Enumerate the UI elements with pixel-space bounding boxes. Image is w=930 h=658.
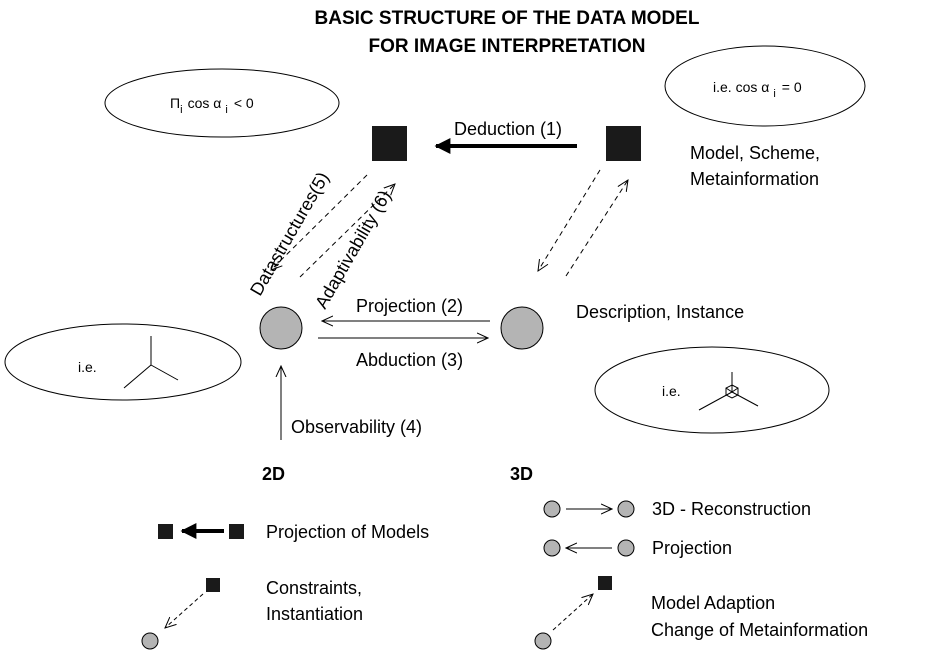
ie-label: i.e. <box>662 383 681 399</box>
pi-symbol: Π <box>170 95 180 111</box>
abduction-label: Abduction (3) <box>356 350 463 370</box>
observability-label: Observability (4) <box>291 417 422 437</box>
legend-projection-of-models: Projection of Models <box>158 522 429 542</box>
legend-reconstruction: 3D - Reconstruction <box>543 499 811 519</box>
legend-square <box>206 578 220 592</box>
metainformation-label: Metainformation <box>690 169 819 189</box>
relation-text: < 0 <box>234 95 254 111</box>
legend-square <box>598 576 612 590</box>
legend-dashed-arrow <box>165 593 204 628</box>
legend-circle-target <box>543 539 561 557</box>
legend-model-adaption-label: Model Adaption <box>651 593 775 613</box>
legend-model-adaption: Model Adaption Change of Metainformation <box>534 576 868 650</box>
legend-circle-source <box>543 500 561 518</box>
cube-corner-icon <box>698 372 759 411</box>
model-scheme-label: Model, Scheme, <box>690 143 820 163</box>
description-circle-2d <box>259 306 303 350</box>
legend-circle-target <box>617 500 635 518</box>
datastructures-label: Datastructures(5) <box>246 169 333 299</box>
legend-dashed-arrow <box>552 594 593 631</box>
legend-reconstruction-label: 3D - Reconstruction <box>652 499 811 519</box>
legend-square-source <box>229 524 244 539</box>
legend-heading-2d: 2D <box>262 464 285 484</box>
y-junction-icon <box>123 336 179 389</box>
legend-heading-3d: 3D <box>510 464 533 484</box>
title-line-2: FOR IMAGE INTERPRETATION <box>369 36 646 57</box>
model-square-3d <box>606 126 641 161</box>
legend-projection: Projection <box>543 538 732 558</box>
datastructures-arrow <box>271 174 368 270</box>
legend-circle <box>534 632 552 650</box>
svg-text:i.e. cos αi= 0: i.e. cos α i = 0 <box>713 79 802 100</box>
projection-label: Projection (2) <box>356 296 463 316</box>
legend-change-meta-label: Change of Metainformation <box>651 620 868 640</box>
legend-constraints: Constraints, Instantiation <box>141 578 363 650</box>
ie-label: i.e. <box>78 359 97 375</box>
ellipse-3d-junction-example: i.e. <box>594 346 830 434</box>
legend-instantiation-label: Instantiation <box>266 604 363 624</box>
legend-circle-source <box>617 539 635 557</box>
legend-square-target <box>158 524 173 539</box>
right-up-dashed-arrow <box>565 180 628 277</box>
description-instance-label: Description, Instance <box>576 302 744 322</box>
adaptivability-label: Adaptivability (6) <box>311 187 395 312</box>
right-down-dashed-arrow <box>538 169 601 271</box>
alpha-subscript: i <box>773 88 775 100</box>
legend-circle <box>141 632 159 650</box>
model-square-2d <box>372 126 407 161</box>
legend-constraints-label: Constraints, <box>266 578 362 598</box>
relation-text: = 0 <box>782 79 802 95</box>
title-line-1: BASIC STRUCTURE OF THE DATA MODEL <box>315 8 700 29</box>
legend-projection-of-models-label: Projection of Models <box>266 522 429 542</box>
legend-projection-label: Projection <box>652 538 732 558</box>
adaptivability-arrow <box>299 184 395 278</box>
ellipse-cos-zero: i.e. cos α i = 0 <box>664 45 866 127</box>
cos-alpha-text: i.e. cos α <box>713 79 769 95</box>
deduction-label: Deduction (1) <box>454 119 562 139</box>
ellipse-2d-junction-example: i.e. <box>4 323 242 401</box>
pi-subscript: i <box>180 104 182 116</box>
alpha-subscript: i <box>225 104 227 116</box>
cos-alpha-text: cos α <box>188 95 222 111</box>
description-circle-3d <box>500 306 544 350</box>
